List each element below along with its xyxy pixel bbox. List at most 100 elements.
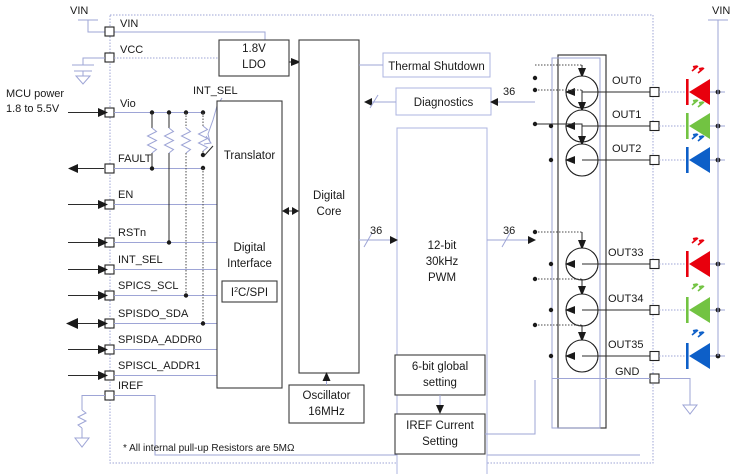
pin-spisdo-sda[interactable]: SPISDO_SDA xyxy=(104,308,189,329)
en-arrow-in xyxy=(68,200,108,209)
led-out34 xyxy=(659,283,725,323)
pin-vcc[interactable]: VCC xyxy=(104,44,143,63)
fault-arrow-out xyxy=(68,164,104,173)
vin-right-label: VIN xyxy=(712,5,730,17)
led-out35 xyxy=(659,329,725,369)
out35-label: OUT35 xyxy=(608,339,643,351)
pin-iref[interactable]: IREF xyxy=(104,380,143,401)
mcu-power-arrow xyxy=(68,108,108,117)
pin-fault-label: FAULT xyxy=(118,153,152,165)
pin-vin[interactable]: VIN xyxy=(104,18,138,37)
block-core-line1: Digital xyxy=(313,190,345,202)
block-diagnostics-label: Diagnostics xyxy=(414,97,474,109)
driver-row-out35: OUT35 xyxy=(532,322,660,373)
pullup-resistor-2 xyxy=(163,110,175,245)
footnote: * All internal pull-up Resistors are 5MΩ xyxy=(123,443,295,454)
driver-array-outline xyxy=(551,54,607,429)
diag-to-core-bus xyxy=(364,94,396,109)
pin-vio-label: Vio xyxy=(120,98,136,110)
chip-boundary xyxy=(109,14,654,464)
out2-label: OUT2 xyxy=(612,143,641,155)
pin-gnd-label: GND xyxy=(615,366,640,378)
block-ldo-line2: LDO xyxy=(242,59,266,71)
block-pwm-line1: 12-bit xyxy=(428,240,458,252)
led-out33 xyxy=(659,237,725,277)
out34-label: OUT34 xyxy=(608,293,643,305)
mcu-power-line2: 1.8 to 5.5V xyxy=(6,103,60,115)
bus-label-core-pwm: 36 xyxy=(370,225,382,237)
block-diagnostics: Diagnostics xyxy=(395,87,492,116)
bus-label-diag: 36 xyxy=(503,86,515,98)
pin-spiscl-addr1[interactable]: SPISCL_ADDR1 xyxy=(104,360,201,381)
block-i2c-spi: I2C/SPI xyxy=(221,280,278,303)
iref-external-resistor-ground xyxy=(73,395,105,448)
mcu-power-line1: MCU power xyxy=(6,88,64,100)
block-global-line2: setting xyxy=(423,377,457,389)
block-digital-if-line2: Interface xyxy=(227,258,272,270)
block-global-setting: 6-bit global setting xyxy=(394,354,486,396)
diag-out-bus xyxy=(490,98,535,106)
vcc-cap-ground xyxy=(72,57,105,85)
core-to-pwm-bus xyxy=(359,232,398,248)
int-sel-switch-label: INT_SEL xyxy=(193,85,238,97)
block-osc-line2: 16MHz xyxy=(308,406,345,418)
pin-gnd[interactable]: GND xyxy=(615,366,660,384)
iref-to-driver-wire xyxy=(485,380,536,435)
vin-top-left-rail xyxy=(78,19,110,33)
translator-core-bidir-arrow xyxy=(282,207,299,215)
gnd-external-symbol xyxy=(659,378,699,415)
pullup-resistor-3 xyxy=(180,110,192,298)
driver-row-out2: OUT2 xyxy=(532,121,660,177)
block-thermal-label: Thermal Shutdown xyxy=(388,61,485,73)
driver-row-out33: OUT33 xyxy=(532,229,660,281)
rstn-arrow-in xyxy=(68,238,108,247)
block-iref-line2: Setting xyxy=(422,436,458,448)
led-out0 xyxy=(659,65,725,105)
pin-int-sel[interactable]: INT_SEL xyxy=(104,254,163,275)
block-oscillator: Oscillator 16MHz xyxy=(288,384,365,424)
ldo-to-core-arrow xyxy=(289,58,301,66)
block-iref-setting: IREF Current Setting xyxy=(394,413,486,455)
block-thermal-shutdown: Thermal Shutdown xyxy=(382,52,491,78)
pin-vcc-label: VCC xyxy=(120,44,143,56)
led-out2 xyxy=(659,133,725,173)
block-pwm-line2: 30kHz xyxy=(426,256,459,268)
block-ldo: 1.8V LDO xyxy=(218,39,290,77)
block-digital-core: Digital Core xyxy=(298,39,360,374)
block-pwm-line3: PWM xyxy=(428,272,456,284)
block-core-line2: Core xyxy=(317,206,342,218)
pin-spisda-addr0-label: SPISDA_ADDR0 xyxy=(118,334,202,346)
spisdo-sda-arrow-bi xyxy=(66,318,108,329)
pullup-resistor-1 xyxy=(146,110,158,171)
pin-int-sel-label: INT_SEL xyxy=(118,254,163,266)
block-i2c-spi-label: I2C/SPI xyxy=(231,287,268,299)
pin-iref-label: IREF xyxy=(118,380,143,392)
out33-label: OUT33 xyxy=(608,247,643,259)
bus-label-pwm-lower: 36 xyxy=(503,225,515,237)
spiscl-addr1-arrow-in xyxy=(68,371,108,380)
pin-en-label: EN xyxy=(118,189,133,201)
global-to-iref-arrow xyxy=(436,395,444,414)
pin-spics-scl-label: SPICS_SCL xyxy=(118,280,179,292)
int-sel-arrow-in xyxy=(68,265,108,274)
driver-row-out0: OUT0 xyxy=(532,64,660,109)
vin-left-label: VIN xyxy=(70,5,88,17)
pin-en[interactable]: EN xyxy=(104,189,133,210)
block-global-line1: 6-bit global xyxy=(412,361,468,373)
block-translator-label: Translator xyxy=(224,150,276,162)
led-out1 xyxy=(659,99,725,139)
pin-spisda-addr0[interactable]: SPISDA_ADDR0 xyxy=(104,334,202,355)
pin-rstn[interactable]: RSTn xyxy=(104,227,146,248)
spisda-addr0-arrow-in xyxy=(68,345,108,354)
out0-label: OUT0 xyxy=(612,75,641,87)
block-digital-if-line1: Digital xyxy=(234,242,266,254)
out1-label: OUT1 xyxy=(612,109,641,121)
pin-fault[interactable]: FAULT xyxy=(104,153,152,174)
pin-spics-scl[interactable]: SPICS_SCL xyxy=(104,280,179,301)
block-osc-line1: Oscillator xyxy=(303,390,351,402)
pin-rstn-label: RSTn xyxy=(118,227,146,239)
pin-vin-label: VIN xyxy=(120,18,138,30)
pullup-resistor-4 xyxy=(197,110,214,326)
